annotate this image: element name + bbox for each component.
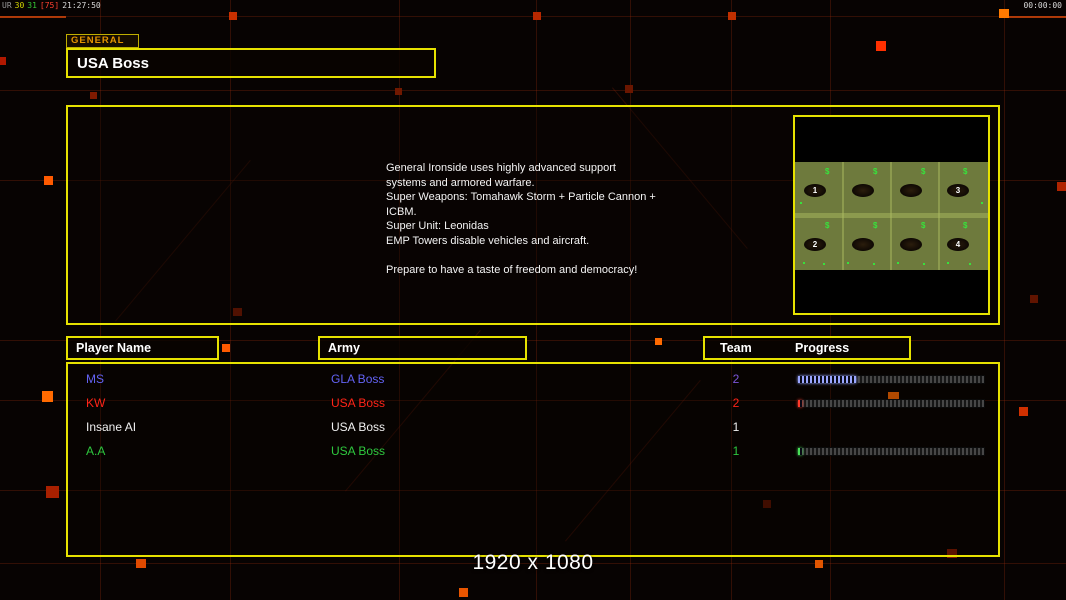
- decor-square: [222, 344, 230, 352]
- player-army: USA Boss: [331, 444, 386, 458]
- decor-square: [876, 41, 886, 51]
- map-structure: [900, 184, 922, 197]
- player-name-header-label: Player Name: [76, 341, 152, 355]
- player-name: MS: [86, 372, 104, 386]
- debug-part: 31: [27, 1, 37, 10]
- map-start-position: 4: [955, 240, 961, 249]
- decor-square: [46, 486, 59, 498]
- decor-square: [728, 12, 736, 20]
- grid-accent: [0, 16, 66, 18]
- player-army: USA Boss: [331, 396, 386, 410]
- map-structure: 3: [947, 184, 969, 197]
- game-timer: 00:00:00: [1023, 1, 1062, 10]
- supply-marker-icon: $: [963, 167, 968, 176]
- player-name: Insane AI: [86, 420, 137, 434]
- decor-square: [999, 9, 1009, 18]
- grid-line: [1004, 0, 1005, 600]
- debug-part: UR: [2, 1, 12, 10]
- map-unit-dot: [923, 263, 925, 265]
- decor-square: [1019, 407, 1028, 416]
- player-name: A.A: [86, 444, 106, 458]
- general-tab-label: GENERAL: [66, 34, 139, 48]
- supply-marker-icon: $: [825, 221, 830, 230]
- debug-part: 30: [14, 1, 25, 10]
- decor-square: [655, 338, 662, 345]
- map-unit-dot: [969, 263, 971, 265]
- progress-bar: [797, 375, 985, 384]
- map-unit-dot: [847, 262, 849, 264]
- player-army: USA Boss: [331, 420, 386, 434]
- map-start-position: 3: [955, 186, 961, 195]
- army-header-label: Army: [328, 341, 360, 355]
- decor-square: [229, 12, 237, 20]
- map-preview: 1 3 2 4 $ $ $ $ $ $ $ $: [795, 162, 988, 270]
- progress-bar: [797, 447, 985, 456]
- map-unit-dot: [897, 262, 899, 264]
- briefing-panel: General Ironside uses highly advanced su…: [66, 105, 1000, 325]
- table-row: MS GLA Boss 2: [68, 367, 998, 391]
- table-row: A.A USA Boss 1: [68, 439, 998, 463]
- supply-marker-icon: $: [873, 221, 878, 230]
- progress-fill: [798, 448, 802, 455]
- map-unit-dot: [823, 263, 825, 265]
- progress-fill: [798, 400, 802, 407]
- grid-line: [0, 90, 1066, 91]
- supply-marker-icon: $: [963, 221, 968, 230]
- debug-part: [75]: [39, 1, 60, 10]
- debug-clock: 21:27:50: [62, 1, 101, 10]
- progress-fill: [798, 376, 856, 383]
- player-team: 2: [732, 396, 740, 410]
- decor-square: [42, 391, 53, 402]
- map-structure: [852, 238, 874, 251]
- map-unit-dot: [800, 202, 802, 204]
- decor-square: [459, 588, 468, 597]
- map-structure: 4: [947, 238, 969, 251]
- header-player-name: Player Name: [66, 336, 219, 360]
- supply-marker-icon: $: [873, 167, 878, 176]
- decor-square: [395, 88, 402, 95]
- map-structure: 1: [804, 184, 826, 197]
- header-team-progress: Team Progress: [703, 336, 911, 360]
- supply-marker-icon: $: [825, 167, 830, 176]
- table-row: Insane AI USA Boss 1: [68, 415, 998, 439]
- progress-bar: [797, 399, 985, 408]
- header-army: Army: [318, 336, 527, 360]
- grid-line: [0, 16, 1066, 17]
- grid-accent: [1004, 16, 1066, 18]
- map-structure: [900, 238, 922, 251]
- player-team: 2: [732, 372, 740, 386]
- title-box: USA Boss: [66, 48, 436, 78]
- table-row: KW USA Boss 2: [68, 391, 998, 415]
- supply-marker-icon: $: [921, 167, 926, 176]
- player-team: 1: [732, 420, 740, 434]
- decor-square: [90, 92, 97, 99]
- decor-square: [44, 176, 53, 185]
- progress-header-label: Progress: [795, 341, 850, 355]
- map-structure: [852, 184, 874, 197]
- player-army: GLA Boss: [331, 372, 385, 386]
- map-preview-frame: 1 3 2 4 $ $ $ $ $ $ $ $: [793, 115, 990, 315]
- map-start-position: 1: [812, 186, 818, 195]
- player-list-panel: MS GLA Boss 2 KW USA Boss 2 Insane AI US…: [66, 362, 1000, 557]
- player-name: KW: [86, 396, 106, 410]
- decor-square: [1030, 295, 1038, 303]
- page-title: USA Boss: [77, 55, 149, 72]
- decor-square: [625, 85, 633, 93]
- resolution-label: 1920 x 1080: [472, 551, 594, 574]
- team-header-label: Team: [720, 341, 752, 355]
- decor-square: [0, 57, 6, 65]
- decor-square: [533, 12, 541, 20]
- map-unit-dot: [947, 262, 949, 264]
- map-unit-dot: [981, 202, 983, 204]
- map-terrain-band: [795, 213, 988, 218]
- player-team: 1: [732, 444, 740, 458]
- map-structure: 2: [804, 238, 826, 251]
- map-unit-dot: [873, 263, 875, 265]
- supply-marker-icon: $: [921, 221, 926, 230]
- map-start-position: 2: [812, 240, 818, 249]
- briefing-text: General Ironside uses highly advanced su…: [386, 162, 656, 276]
- map-unit-dot: [803, 262, 805, 264]
- decor-square: [1057, 182, 1066, 191]
